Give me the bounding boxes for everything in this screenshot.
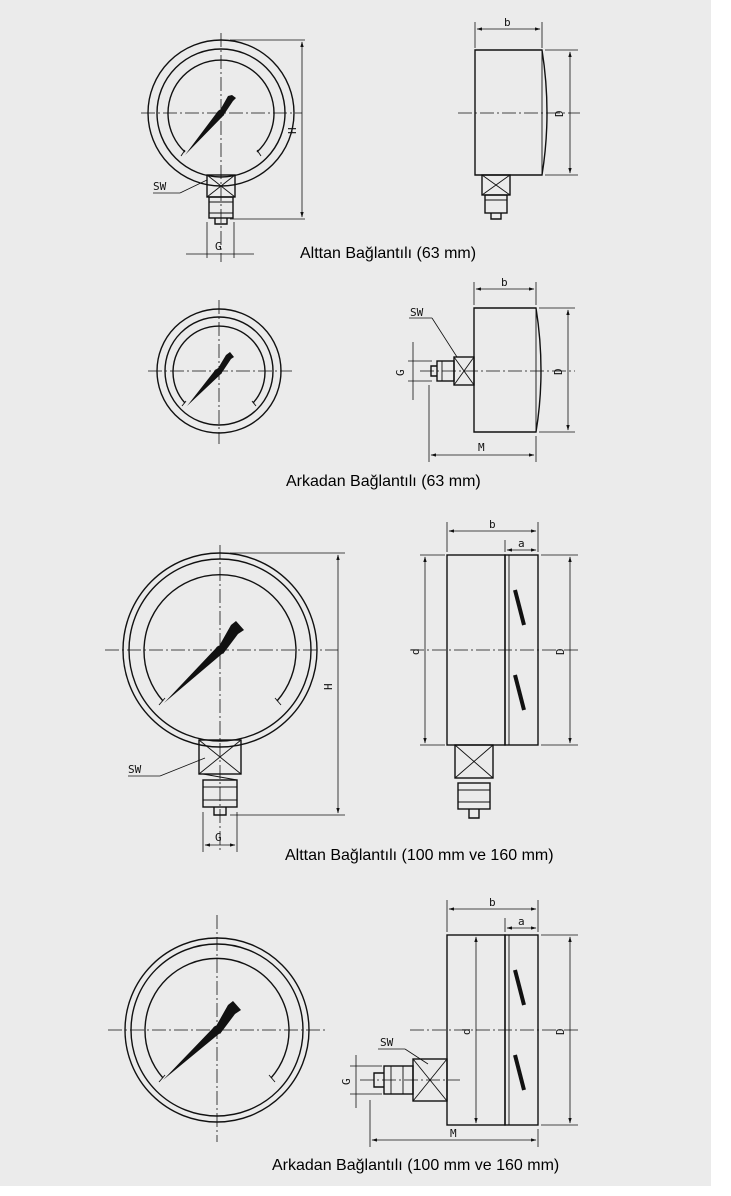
- gauge-side-back-63: [408, 282, 575, 462]
- label-h: H: [322, 683, 335, 690]
- label-b: b: [504, 16, 511, 29]
- caption-bottom-100-160: Alttan Bağlantılı (100 mm ve 160 mm): [285, 847, 554, 864]
- label-sw: SW: [410, 306, 424, 319]
- label-a: a: [518, 537, 525, 550]
- gauge-side-bottom-100-160: [410, 522, 580, 819]
- label-b: b: [489, 518, 496, 531]
- label-sw: SW: [128, 763, 142, 776]
- label-d-lower: d: [460, 1028, 473, 1035]
- gauge-front-bottom-100-160: [105, 545, 345, 852]
- label-sw: SW: [380, 1036, 394, 1049]
- label-m: M: [450, 1127, 457, 1140]
- gauge-front-bottom-63: [141, 33, 305, 262]
- label-h: H: [286, 127, 299, 134]
- label-g: G: [394, 369, 407, 376]
- label-sw: SW: [153, 180, 167, 193]
- drawing-sheet: [0, 0, 711, 1186]
- dimension-labels: SW G H b D SW b G D M SW G H b a d D SW …: [128, 16, 567, 1140]
- label-b: b: [489, 896, 496, 909]
- label-d-upper: D: [554, 648, 567, 655]
- caption-back-100-160: Arkadan Bağlantılı (100 mm ve 160 mm): [272, 1157, 560, 1174]
- label-g: G: [215, 240, 222, 253]
- label-m: M: [478, 441, 485, 454]
- caption-bottom-63: Alttan Bağlantılı (63 mm): [300, 245, 477, 262]
- gauge-side-back-100-160: [350, 900, 580, 1147]
- caption-back-63: Arkadan Bağlantılı (63 mm): [286, 473, 481, 490]
- label-d-lower: d: [409, 648, 422, 655]
- label-d-upper: D: [552, 368, 565, 375]
- gauge-front-back-63: [148, 300, 292, 444]
- label-d-upper: D: [553, 110, 566, 117]
- label-a: a: [518, 915, 525, 928]
- label-g: G: [340, 1078, 353, 1085]
- label-g: G: [215, 831, 222, 844]
- gauge-front-back-100-160: [108, 915, 328, 1142]
- label-b: b: [501, 276, 508, 289]
- gauge-side-bottom-63: [458, 22, 580, 220]
- label-d-upper: D: [554, 1028, 567, 1035]
